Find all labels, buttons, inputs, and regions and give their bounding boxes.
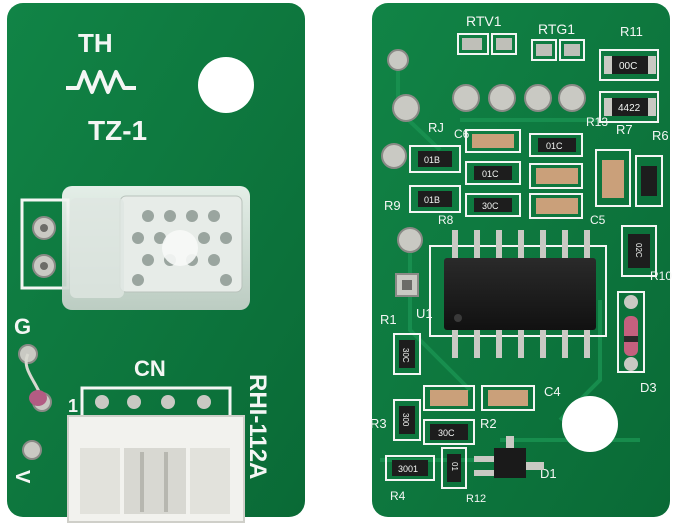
humidity-sensor bbox=[62, 186, 250, 310]
label-r4: R4 bbox=[390, 489, 406, 503]
smd-lower: 30C 300 30C 3001 01 bbox=[385, 333, 535, 489]
label-rj: RJ bbox=[428, 120, 444, 135]
svg-text:01: 01 bbox=[450, 462, 459, 471]
label-r3: R3 bbox=[370, 416, 387, 431]
svg-text:01B: 01B bbox=[424, 195, 440, 205]
part-number: RHI-112A bbox=[244, 374, 271, 479]
diode-d3 bbox=[617, 291, 645, 373]
label-d1: D1 bbox=[540, 466, 557, 481]
label-r2: R2 bbox=[480, 416, 497, 431]
label-rtg1: RTG1 bbox=[538, 21, 575, 37]
label-r1: R1 bbox=[380, 312, 397, 327]
svg-text:02C: 02C bbox=[634, 243, 643, 258]
right-board: RTV1 RTG1 R11 R6 R7 R13 RJ C6 R9 R8 C5 R… bbox=[370, 3, 672, 517]
label-r13: R13 bbox=[586, 115, 608, 129]
left-board: TH TZ-1 G V bbox=[7, 3, 305, 523]
svg-text:00C: 00C bbox=[619, 61, 637, 72]
svg-text:30C: 30C bbox=[438, 428, 455, 438]
connector-label: CN bbox=[134, 356, 166, 381]
label-r6: R6 bbox=[652, 128, 669, 143]
label-d3: D3 bbox=[640, 380, 657, 395]
label-u1: U1 bbox=[416, 306, 433, 321]
label-c5: C5 bbox=[590, 213, 606, 227]
thermistor-symbol bbox=[66, 70, 136, 94]
svg-text:300: 300 bbox=[401, 413, 410, 427]
jumper-bead bbox=[29, 390, 47, 406]
svg-text:01B: 01B bbox=[424, 155, 440, 165]
ic-u1 bbox=[429, 230, 607, 358]
svg-text:3001: 3001 bbox=[398, 464, 418, 474]
label-r9: R9 bbox=[384, 198, 401, 213]
connector-header bbox=[67, 395, 245, 523]
pin1-label: 1 bbox=[68, 396, 78, 416]
smd-r11: 00C bbox=[599, 49, 659, 81]
model-label: TZ-1 bbox=[88, 115, 147, 146]
label-c4: C4 bbox=[544, 384, 561, 399]
svg-text:01C: 01C bbox=[482, 169, 499, 179]
label-rtv1: RTV1 bbox=[466, 13, 502, 29]
label-r11: R11 bbox=[620, 24, 643, 39]
transistor-d1 bbox=[474, 436, 544, 478]
svg-text:01C: 01C bbox=[546, 141, 563, 151]
label-r12: R12 bbox=[466, 493, 486, 505]
smd-r6: 4422 bbox=[599, 91, 659, 123]
smd-cluster: 01B 01C 01B 30C 01C bbox=[409, 129, 663, 277]
label-r7: R7 bbox=[616, 122, 633, 137]
label-g: G bbox=[14, 314, 31, 339]
svg-text:30C: 30C bbox=[482, 201, 499, 211]
svg-text:4422: 4422 bbox=[618, 103, 641, 114]
brand-label: TH bbox=[78, 28, 113, 58]
svg-text:30C: 30C bbox=[401, 348, 410, 363]
mounting-hole bbox=[198, 57, 254, 113]
label-v: V bbox=[11, 470, 33, 484]
label-r8: R8 bbox=[438, 213, 454, 227]
mounting-hole bbox=[562, 396, 618, 452]
